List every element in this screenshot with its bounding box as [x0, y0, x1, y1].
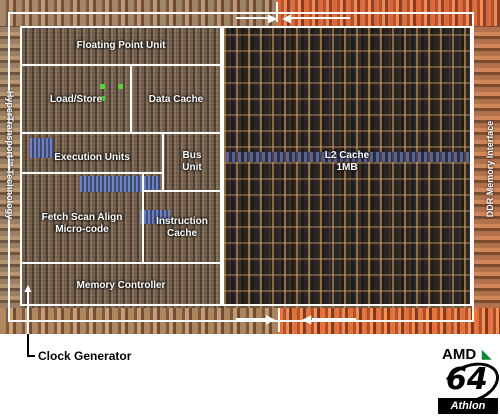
logic-green-dot: [118, 84, 123, 89]
arrow-left-icon: ◀: [302, 312, 312, 326]
logo-number: 64: [446, 362, 488, 397]
logic-blue-patch: [30, 138, 54, 158]
label-hypertransport: HyperTransport™ Technology: [5, 90, 15, 220]
logic-green-dot: [100, 84, 105, 89]
chip-outline: [8, 12, 474, 322]
amd-athlon64-logo: AMD ◣ 64 Athlon: [437, 344, 500, 414]
label-fetch-scan-align: Fetch Scan Align Micro-code: [41, 212, 123, 235]
arrow-bottom-left-line: [236, 318, 270, 320]
logic-green-dot: [100, 96, 105, 101]
arrow-top-left-line: [236, 17, 272, 19]
l2-cache-array: [224, 26, 472, 308]
label-data-cache: Data Cache: [148, 94, 204, 105]
arrow-left-icon: ◀: [282, 11, 292, 25]
die-right-edge: [472, 26, 500, 308]
block-l2-cache: [222, 26, 472, 306]
label-instruction-cache: Instruction Cache: [156, 216, 208, 239]
clock-generator-marker: [27, 292, 29, 334]
label-load-store: Load/Store: [49, 94, 103, 105]
clock-callout-line: [27, 355, 35, 357]
logo-brand: AMD: [442, 346, 477, 363]
core-logic-region: [22, 26, 220, 308]
label-floating-point-unit: Floating Point Unit: [76, 40, 166, 51]
label-execution-units: Execution Units: [54, 152, 130, 163]
arrow-bottom-divider: [278, 308, 280, 332]
logo-product: Athlon: [438, 398, 498, 414]
block-memory-controller: [20, 262, 222, 306]
label-l2-cache: L2 Cache 1MB: [324, 150, 370, 173]
arrow-top-divider: [276, 2, 278, 22]
arrow-top-right-line: [290, 17, 350, 19]
label-memory-controller: Memory Controller: [76, 280, 166, 291]
label-bus-unit: Bus Unit: [182, 150, 202, 173]
label-clock-generator: Clock Generator: [38, 349, 132, 363]
arrow-right-icon: ▶: [266, 312, 276, 326]
logic-blue-patch: [80, 176, 160, 192]
arrow-bottom-right-line: [312, 318, 356, 320]
amd-arrow-icon: ◣: [482, 347, 492, 361]
logic-blue-patch: [140, 210, 170, 224]
arrow-up-icon: ▲: [22, 281, 34, 295]
die-left-edge: [0, 26, 20, 308]
label-ddr-memory-interface: DDR Memory Interface: [485, 120, 495, 218]
clock-callout-line: [27, 334, 29, 356]
arrow-right-icon: ▶: [268, 11, 278, 25]
cache-blue-band: [226, 152, 470, 162]
die-photo: Floating Point Unit Load/Store Data Cach…: [0, 0, 500, 334]
